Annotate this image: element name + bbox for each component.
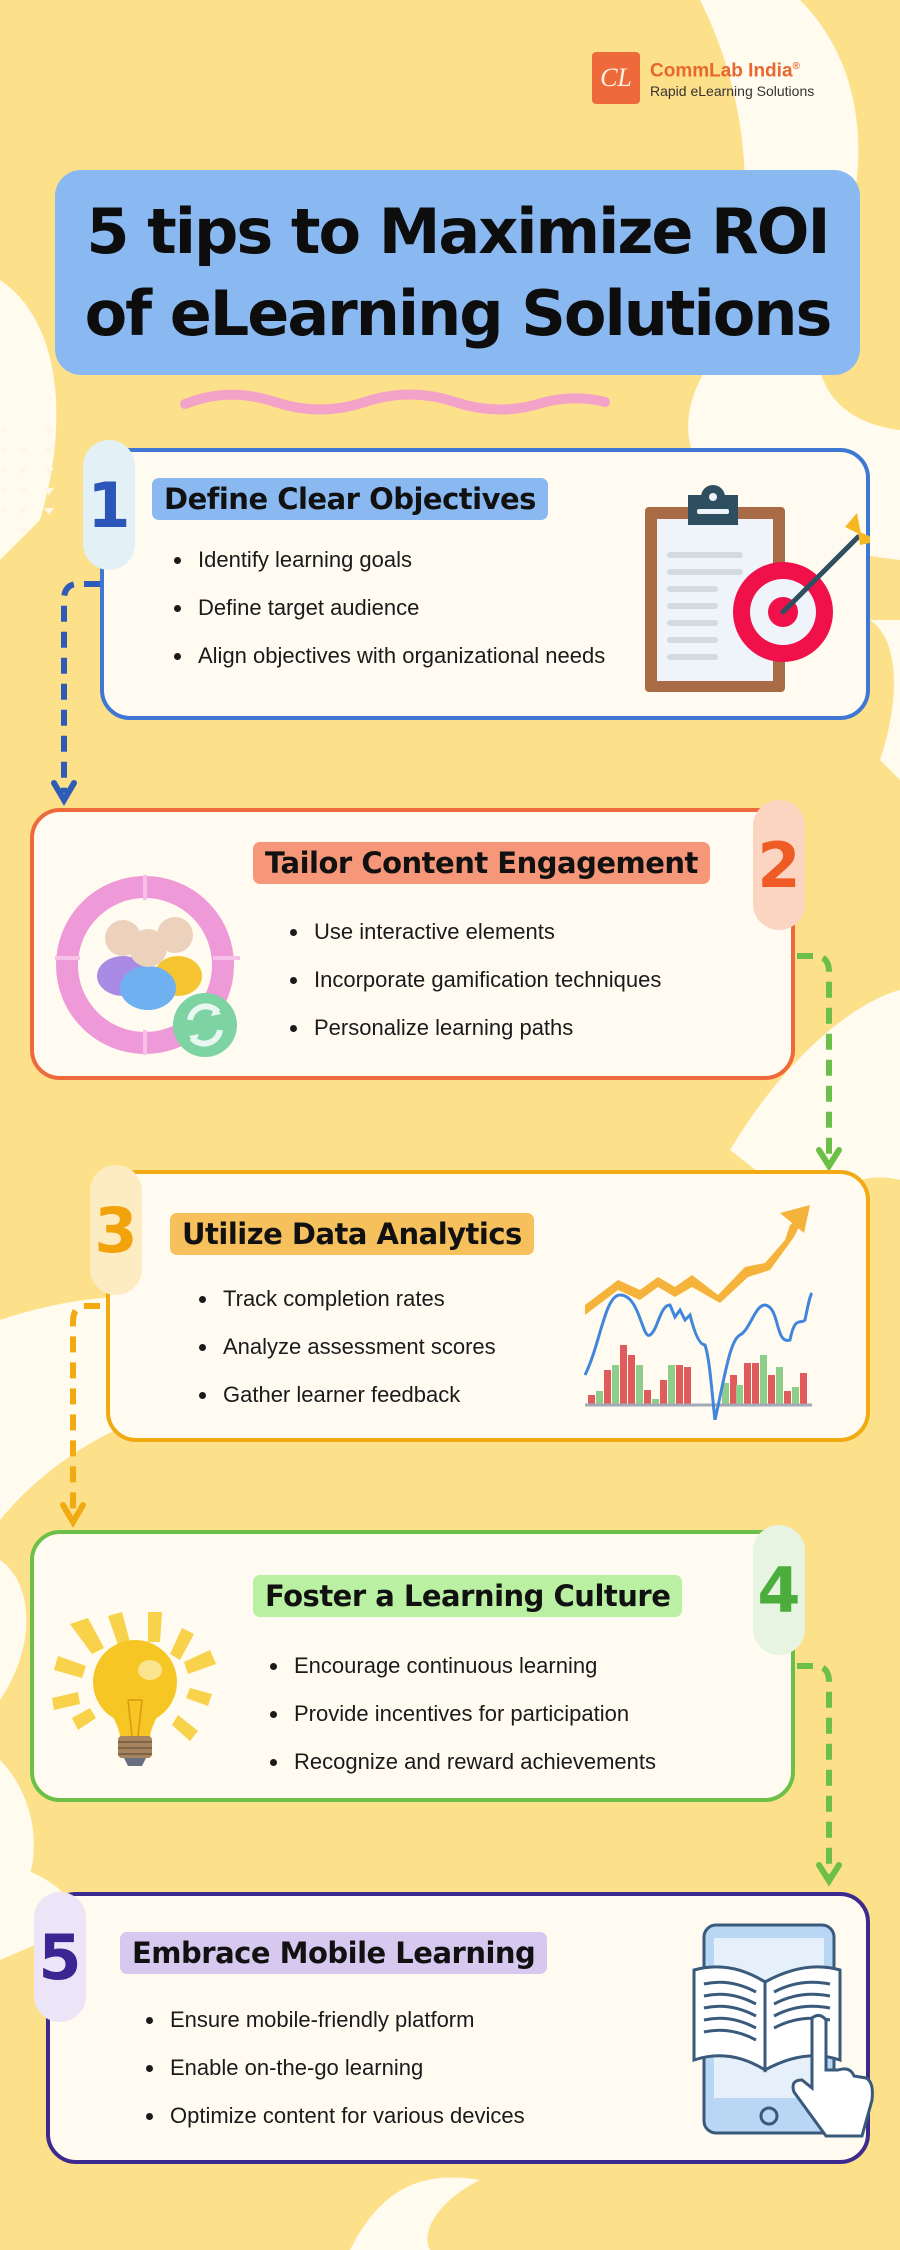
brand-tagline: Rapid eLearning Solutions — [650, 83, 815, 100]
lightbulb-icon — [52, 1612, 216, 1766]
bullet-item: Ensure mobile-friendly platform — [142, 2006, 622, 2033]
tip-number-1: 1 — [83, 440, 135, 570]
bullet-item: Identify learning goals — [170, 546, 640, 573]
decorative-dots — [0, 428, 54, 535]
commlab-logo[interactable]: CL CommLab India® Rapid eLearning Soluti… — [592, 52, 814, 104]
bullet-item: Track completion rates — [195, 1285, 615, 1312]
tip-number-3: 3 — [90, 1165, 142, 1295]
squiggle-divider — [180, 389, 610, 415]
bullet-item: Optimize content for various devices — [142, 2102, 622, 2129]
tip-bullets-3: Track completion rates Analyze assessmen… — [195, 1285, 615, 1429]
mobile-book-icon — [692, 1923, 874, 2138]
bullet-item: Define target audience — [170, 594, 640, 621]
tip-heading-4: Foster a Learning Culture — [253, 1575, 683, 1617]
title-line-1: 5 tips to Maximize ROI — [86, 194, 830, 268]
tip-bullets-1: Identify learning goals Define target au… — [170, 546, 640, 690]
tip-heading-2: Tailor Content Engagement — [253, 842, 710, 884]
tip-number-2: 2 — [753, 800, 805, 930]
tip-heading-5: Embrace Mobile Learning — [120, 1932, 548, 1974]
logo-mark-icon: CL — [592, 52, 640, 104]
bullet-item: Gather learner feedback — [195, 1381, 615, 1408]
title-line-2: of eLearning Solutions — [84, 276, 833, 350]
brand-name: CommLab India® — [650, 60, 800, 82]
connector-arrow-3-4 — [60, 1303, 100, 1528]
clipboard-target-icon — [645, 485, 870, 692]
tip-number-4: 4 — [753, 1525, 805, 1655]
bullet-item: Encourage continuous learning — [266, 1652, 746, 1679]
analytics-chart-icon — [583, 1205, 814, 1420]
bullet-item: Provide incentives for participation — [266, 1700, 746, 1727]
bullet-item: Recognize and reward achievements — [266, 1748, 746, 1775]
tip-heading-3: Utilize Data Analytics — [170, 1213, 534, 1255]
tip-bullets-5: Ensure mobile-friendly platform Enable o… — [142, 2006, 622, 2150]
bullet-item: Enable on-the-go learning — [142, 2054, 622, 2081]
bullet-item: Align objectives with organizational nee… — [170, 642, 640, 669]
bullet-item: Personalize learning paths — [286, 1014, 756, 1041]
bullet-item: Incorporate gamification techniques — [286, 966, 756, 993]
tip-heading-1: Define Clear Objectives — [152, 478, 548, 520]
bullet-item: Analyze assessment scores — [195, 1333, 615, 1360]
bullet-item: Use interactive elements — [286, 918, 756, 945]
connector-arrow-4-5 — [797, 1663, 842, 1887]
page-title: 5 tips to Maximize ROI of eLearning Solu… — [55, 170, 860, 375]
audience-refresh-icon — [55, 875, 240, 1057]
connector-arrow-2-3 — [797, 953, 842, 1172]
tip-bullets-2: Use interactive elements Incorporate gam… — [286, 918, 756, 1062]
tip-number-5: 5 — [34, 1892, 86, 2022]
tip-bullets-4: Encourage continuous learning Provide in… — [266, 1652, 746, 1796]
connector-arrow-1-2 — [51, 581, 100, 806]
